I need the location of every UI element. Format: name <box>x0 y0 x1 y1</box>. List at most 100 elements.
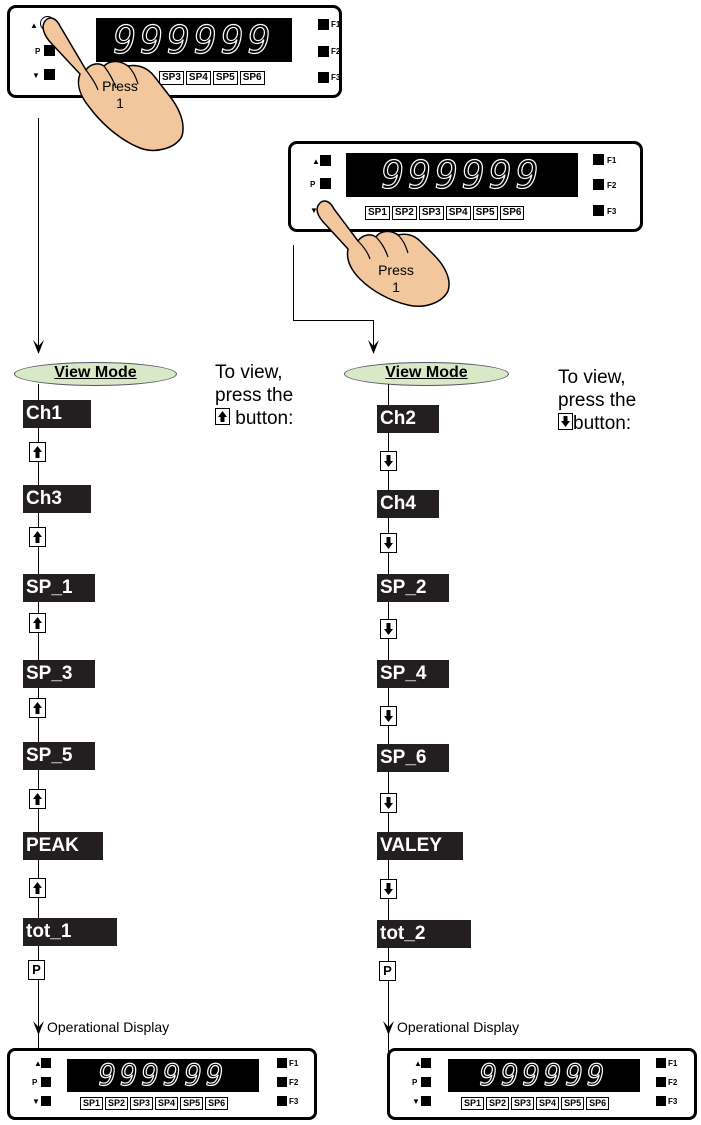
note-line-1: To view, <box>215 362 283 383</box>
key-up-label: ▲ <box>34 1059 42 1068</box>
key-down-label: ▼ <box>412 1097 420 1106</box>
sp5-indicator: SP5 <box>472 206 498 220</box>
f2-key[interactable] <box>656 1077 666 1087</box>
sp1-indicator: SP1 <box>80 1097 104 1110</box>
right-flow-spine <box>388 384 389 1084</box>
down-arrow-key-icon[interactable] <box>380 451 397 471</box>
f2-label: F2 <box>289 1078 299 1087</box>
p-key[interactable] <box>320 178 331 189</box>
press-label-1: Press 1 <box>100 78 140 112</box>
f1-label: F1 <box>607 156 617 165</box>
step-sp-2: SP_2 <box>377 574 449 602</box>
down-arrow-key-icon[interactable] <box>380 879 397 899</box>
f2-key[interactable] <box>593 179 604 190</box>
f1-label: F1 <box>668 1059 678 1068</box>
arrow-head-icon <box>33 1021 44 1035</box>
key-p-label: P <box>35 47 41 56</box>
sp3-indicator: SP3 <box>159 71 184 85</box>
f2-key[interactable] <box>277 1077 287 1087</box>
down-arrow-key-icon[interactable] <box>380 619 397 639</box>
p-key-step[interactable]: P <box>379 961 396 981</box>
key-up-label: ▲ <box>312 157 320 166</box>
up-arrow-key-icon[interactable] <box>29 789 46 809</box>
f1-key[interactable] <box>277 1058 287 1068</box>
sp5-indicator: SP5 <box>561 1097 585 1110</box>
step-sp-3: SP_3 <box>23 660 95 688</box>
arrow-head-icon <box>368 340 379 354</box>
key-down-label: ▼ <box>32 71 40 80</box>
down-arrow-key-icon[interactable] <box>380 706 397 726</box>
meter-panel-bottom-right: 999999 ▲ P ▼ SP1 SP2 SP3 SP4 SP5 SP6 F1 … <box>387 1048 697 1120</box>
f1-key[interactable] <box>593 154 604 165</box>
f3-key[interactable] <box>593 205 604 216</box>
f3-key[interactable] <box>656 1096 666 1106</box>
sp4-indicator: SP4 <box>185 71 211 85</box>
key-p-label: P <box>412 1078 418 1087</box>
sp5-indicator: SP5 <box>180 1097 204 1110</box>
setpoint-indicators: SP1 SP2 SP3 SP4 SP5 SP6 <box>365 206 525 220</box>
sp2-indicator: SP2 <box>391 206 417 220</box>
up-key[interactable] <box>41 1058 51 1068</box>
step-peak: PEAK <box>23 832 103 860</box>
up-arrow-key-icon <box>215 408 230 425</box>
key-p-label: P <box>32 1078 38 1087</box>
f2-key[interactable] <box>318 46 329 57</box>
step-ch2: Ch2 <box>377 405 439 433</box>
setpoint-indicators: SP1 SP2 SP3 SP4 SP5 SP6 <box>80 1097 229 1110</box>
left-flow-spine <box>38 384 39 1084</box>
p-key[interactable] <box>41 1077 51 1087</box>
key-down-label: ▼ <box>310 206 318 215</box>
note-line-2: press the <box>558 390 637 411</box>
meter-panel-top-left: 999999 ▲ P ▼ SP3 SP4 SP5 SP6 F1 F2 F3 <box>7 5 342 98</box>
up-arrow-key-icon[interactable] <box>29 442 46 462</box>
operational-display-label-left: Operational Display <box>47 1019 170 1035</box>
f1-key[interactable] <box>318 19 329 30</box>
step-valey: VALEY <box>377 832 463 860</box>
key-p-label: P <box>310 180 316 189</box>
step-sp-4: SP_4 <box>377 660 449 688</box>
f3-key[interactable] <box>277 1096 287 1106</box>
press-number: 1 <box>116 95 124 111</box>
sp6-indicator: SP6 <box>239 71 265 85</box>
p-key[interactable] <box>421 1077 431 1087</box>
f3-label: F3 <box>331 73 341 82</box>
note-line-3: button: <box>215 407 293 430</box>
connector-line <box>293 320 373 321</box>
down-arrow-key-icon[interactable] <box>380 533 397 553</box>
step-ch3: Ch3 <box>23 485 91 513</box>
operational-display-label-right: Operational Display <box>397 1019 520 1035</box>
step-ch4: Ch4 <box>377 490 439 518</box>
p-key-step[interactable]: P <box>28 960 45 980</box>
view-mode-badge-left: View Mode <box>14 362 177 386</box>
down-arrow-key-icon[interactable] <box>380 793 397 813</box>
p-key[interactable] <box>44 45 55 56</box>
f1-key[interactable] <box>656 1058 666 1068</box>
step-tot-1: tot_1 <box>23 918 117 946</box>
f1-label: F1 <box>289 1059 299 1068</box>
meter-display: 999999 <box>67 1058 259 1092</box>
f3-label: F3 <box>607 207 617 216</box>
up-arrow-key-icon[interactable] <box>29 698 46 718</box>
pointing-hand-icon <box>42 17 184 152</box>
press-text: Press <box>102 78 138 94</box>
up-arrow-key-icon[interactable] <box>29 527 46 547</box>
up-arrow-key-icon[interactable] <box>29 878 46 898</box>
meter-display: 999999 <box>448 1058 640 1092</box>
note-line-2: press the <box>215 385 294 406</box>
down-key[interactable] <box>44 69 55 80</box>
press-number: 1 <box>392 279 400 295</box>
up-key[interactable] <box>320 155 331 166</box>
sp2-indicator: SP2 <box>105 1097 129 1110</box>
up-arrow-key-icon[interactable] <box>29 613 46 633</box>
up-key[interactable] <box>421 1058 431 1068</box>
view-mode-badge-right: View Mode <box>344 362 509 386</box>
press-label-2: Press 1 <box>376 262 416 296</box>
key-up-label: ▲ <box>414 1059 422 1068</box>
setpoint-indicators: SP1 SP2 SP3 SP4 SP5 SP6 <box>461 1097 610 1110</box>
down-key[interactable] <box>421 1096 431 1106</box>
down-key[interactable] <box>41 1096 51 1106</box>
sp5-indicator: SP5 <box>212 71 238 85</box>
note-line-1: To view, <box>558 367 626 388</box>
f3-key[interactable] <box>318 72 329 83</box>
sp2-indicator: SP2 <box>486 1097 510 1110</box>
